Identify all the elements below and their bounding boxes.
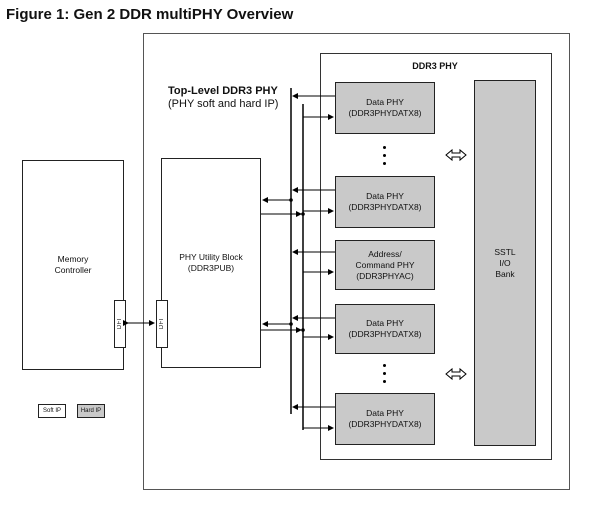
ddr3-phy-title: DDR3 PHY: [412, 61, 458, 71]
ellipsis-dot: [383, 380, 386, 383]
addr-cmd-label-3: (DDR3PHYAC): [356, 270, 414, 281]
data-phy-3-label-1: Data PHY: [366, 318, 404, 328]
memory-controller-label-1: Memory: [57, 254, 89, 264]
data-phy-block-4: Data PHY (DDR3PHYDATX8): [335, 393, 435, 445]
ddr3-phy-boundary: [320, 53, 552, 460]
data-phy-4-label-1: Data PHY: [366, 408, 404, 418]
dfi-port-right: DFI: [156, 300, 168, 348]
legend-soft-ip-label: Soft IP: [42, 408, 61, 414]
sstl-label-3: Bank: [495, 268, 515, 279]
sstl-io-bank: SSTL I/O Bank: [474, 80, 536, 446]
data-phy-3-label-2: (DDR3PHYDATX8): [348, 329, 422, 339]
ellipsis-dot: [383, 372, 386, 375]
phy-utility-label-1: PHY Utility Block: [179, 252, 243, 262]
phy-utility-label-2: (DDR3PUB): [187, 263, 235, 273]
addr-cmd-label-1: Address/: [368, 248, 402, 259]
top-level-subtitle: (PHY soft and hard IP): [168, 98, 279, 110]
bidirectional-arrow-icon: [445, 148, 467, 162]
memory-controller-block: Memory Controller: [22, 160, 124, 370]
legend-soft-ip: Soft IP: [38, 404, 66, 418]
address-command-phy-block: Address/ Command PHY (DDR3PHYAC): [335, 240, 435, 290]
memory-controller-label-2: Controller: [54, 265, 92, 275]
data-phy-1-label-2: (DDR3PHYDATX8): [348, 108, 422, 118]
legend-hard-ip: Hard IP: [77, 404, 105, 418]
ellipsis-dot: [383, 154, 386, 157]
ellipsis-dot: [383, 364, 386, 367]
data-phy-2-label-1: Data PHY: [366, 191, 404, 201]
phy-utility-block: PHY Utility Block (DDR3PUB): [161, 158, 261, 368]
top-level-title: Top-Level DDR3 PHY: [168, 85, 278, 97]
addr-cmd-label-2: Command PHY: [355, 259, 415, 270]
data-phy-2-label-2: (DDR3PHYDATX8): [348, 202, 422, 212]
figure-title: Figure 1: Gen 2 DDR multiPHY Overview: [6, 6, 294, 23]
data-phy-block-3: Data PHY (DDR3PHYDATX8): [335, 304, 435, 354]
data-phy-block-2: Data PHY (DDR3PHYDATX8): [335, 176, 435, 228]
sstl-label-1: SSTL: [494, 246, 516, 257]
top-level-boundary: [143, 33, 570, 490]
data-phy-1-label-1: Data PHY: [366, 97, 404, 107]
data-phy-block-1: Data PHY (DDR3PHYDATX8): [335, 82, 435, 134]
bidirectional-arrow-icon: [445, 367, 467, 381]
legend-hard-ip-label: Hard IP: [80, 408, 102, 414]
sstl-label-2: I/O: [499, 257, 511, 268]
data-phy-4-label-2: (DDR3PHYDATX8): [348, 419, 422, 429]
ellipsis-dot: [383, 146, 386, 149]
ellipsis-dot: [383, 162, 386, 165]
